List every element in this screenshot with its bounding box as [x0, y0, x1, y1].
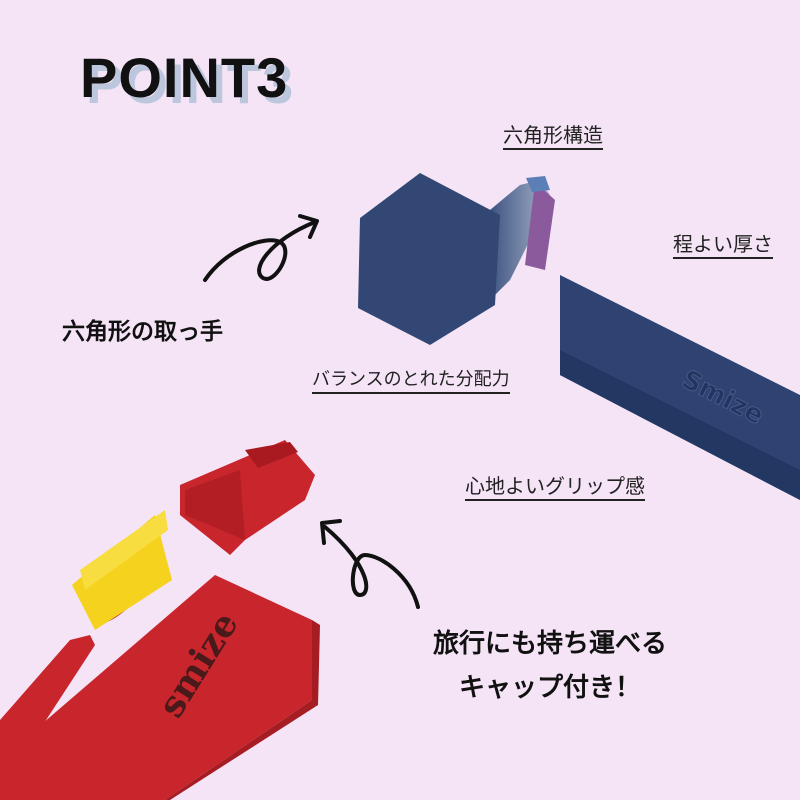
arrow-to-cap-icon — [320, 519, 420, 609]
label-balanced-force: バランスのとれた分配力 — [312, 370, 510, 394]
label-comfortable-grip: 心地よいグリップ感 — [465, 475, 645, 501]
label-hex-structure: 六角形構造 — [503, 124, 603, 150]
arrow-to-hex-icon — [203, 214, 319, 282]
label-moderate-thickness: 程よい厚さ — [673, 233, 773, 259]
label-hex-handle: 六角形の取っ手 — [62, 319, 223, 345]
caption-line-2: キャップ付き！ — [458, 673, 641, 703]
hex-handle-image — [358, 173, 555, 345]
page-title: POINT3 — [80, 46, 289, 109]
red-toothbrush-image: smize — [0, 440, 320, 800]
handle-bar-image: Smize — [560, 275, 800, 500]
cap-caption: 旅行にも持ち運べる キャップ付き！ — [405, 622, 695, 710]
caption-line-1: 旅行にも持ち運べる — [432, 629, 667, 659]
